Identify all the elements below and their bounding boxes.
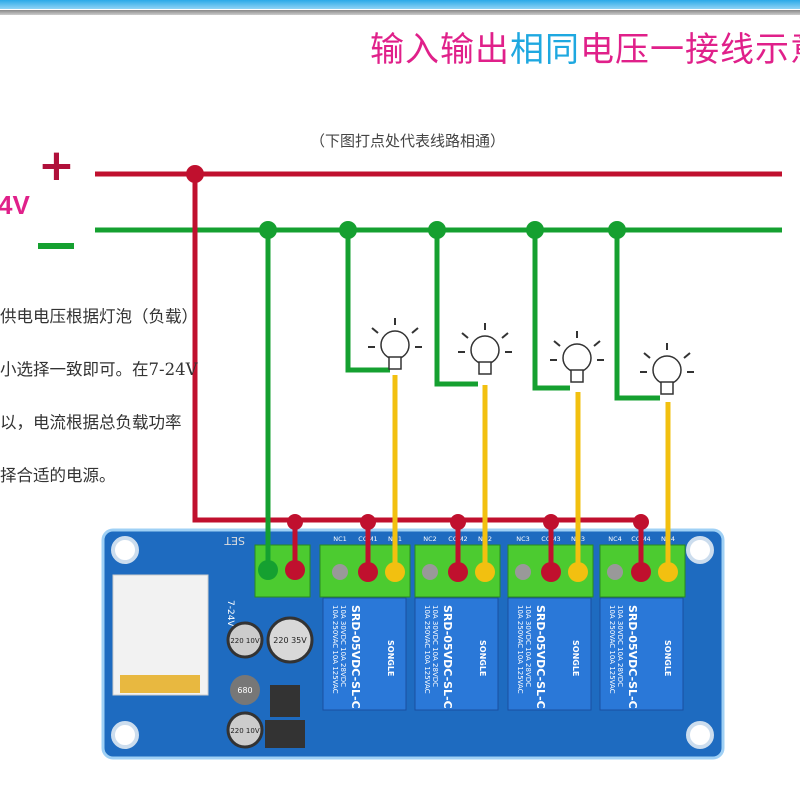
relay-brand-2: SONGLE [478, 640, 487, 676]
note-line: 供电电压根据灯泡（负载） [0, 307, 198, 326]
relay-model-4: SRD-05VDC-SL-C [626, 605, 639, 709]
junction-dots [186, 165, 678, 582]
relay-ratings: 10A 250VAC 10A 125VAC 10A 30VDC 10A 28VD… [331, 605, 624, 694]
power-note: 供电电压根据灯泡（负载） 小选择一致即可。在7-24V 以，电流根据总负载功率 … [0, 290, 198, 502]
terminal-label: NC4 [608, 535, 622, 543]
relay-rating-line-2: 10A 30VDC 10A 28VDC [431, 605, 439, 687]
negative-wiring [265, 230, 660, 568]
note-line: 以，电流根据总负载功率 [0, 413, 182, 432]
relays [322, 597, 684, 711]
relay-brand-4: SONGLE [663, 640, 672, 676]
relay-brand-1: SONGLE [386, 640, 395, 676]
load-wiring [392, 375, 671, 570]
relay-rating-line-2: 10A 30VDC 10A 28VDC [524, 605, 532, 687]
inductor-label: 680 [237, 686, 252, 695]
relay-board: SET 7-24V 220 10V 220 35V 680 220 10V NC… [101, 528, 725, 760]
relay-rating-line-1: 10A 250VAC 10A 125VAC [608, 605, 616, 694]
negative-symbol [38, 243, 74, 249]
title-part-3: 电压一接线示意 [580, 30, 800, 70]
title-part-1: 输入输出 [370, 30, 510, 70]
relay-model-3: SRD-05VDC-SL-C [534, 605, 547, 709]
positive-symbol: + [38, 140, 75, 191]
capacitor-label-1: 220 10V [230, 637, 259, 645]
relay-rating-line-1: 10A 250VAC 10A 125VAC [423, 605, 431, 694]
terminal-label: NC1 [333, 535, 347, 543]
relay-rating-line-2: 10A 30VDC 10A 28VDC [339, 605, 347, 687]
mounting-holes [111, 536, 714, 749]
subtitle: （下图打点处代表线路相通） [310, 132, 506, 150]
note-line: 择合适的电源。 [0, 466, 116, 485]
voltage-label: 4V [0, 190, 30, 220]
capacitor-label-2: 220 35V [273, 636, 307, 645]
input-label: 7-24V [225, 600, 235, 627]
light-bulb-icon [368, 318, 694, 395]
page-title: 输入输出相同电压一接线示意 [370, 22, 800, 71]
capacitors [226, 616, 314, 749]
top-banner [0, 0, 800, 9]
terminal-label: NC2 [423, 535, 437, 543]
relay-rating-line-1: 10A 250VAC 10A 125VAC [331, 605, 339, 694]
title-part-2: 相同 [510, 30, 580, 70]
capacitor-labels: 220 10V 220 35V 680 220 10V [230, 636, 307, 735]
set-label: SET [224, 534, 245, 547]
relay-model-1: SRD-05VDC-SL-C [349, 605, 362, 709]
capacitor-label-3: 220 10V [230, 727, 259, 735]
terminal-label: NC3 [516, 535, 530, 543]
divider [0, 10, 800, 15]
relay-brand-3: SONGLE [571, 640, 580, 676]
note-line: 小选择一致即可。在7-24V [0, 360, 198, 379]
relay-model-2: SRD-05VDC-SL-C [441, 605, 454, 709]
relay-rating-line-2: 10A 30VDC 10A 28VDC [616, 605, 624, 687]
relay-rating-line-1: 10A 250VAC 10A 125VAC [516, 605, 524, 694]
